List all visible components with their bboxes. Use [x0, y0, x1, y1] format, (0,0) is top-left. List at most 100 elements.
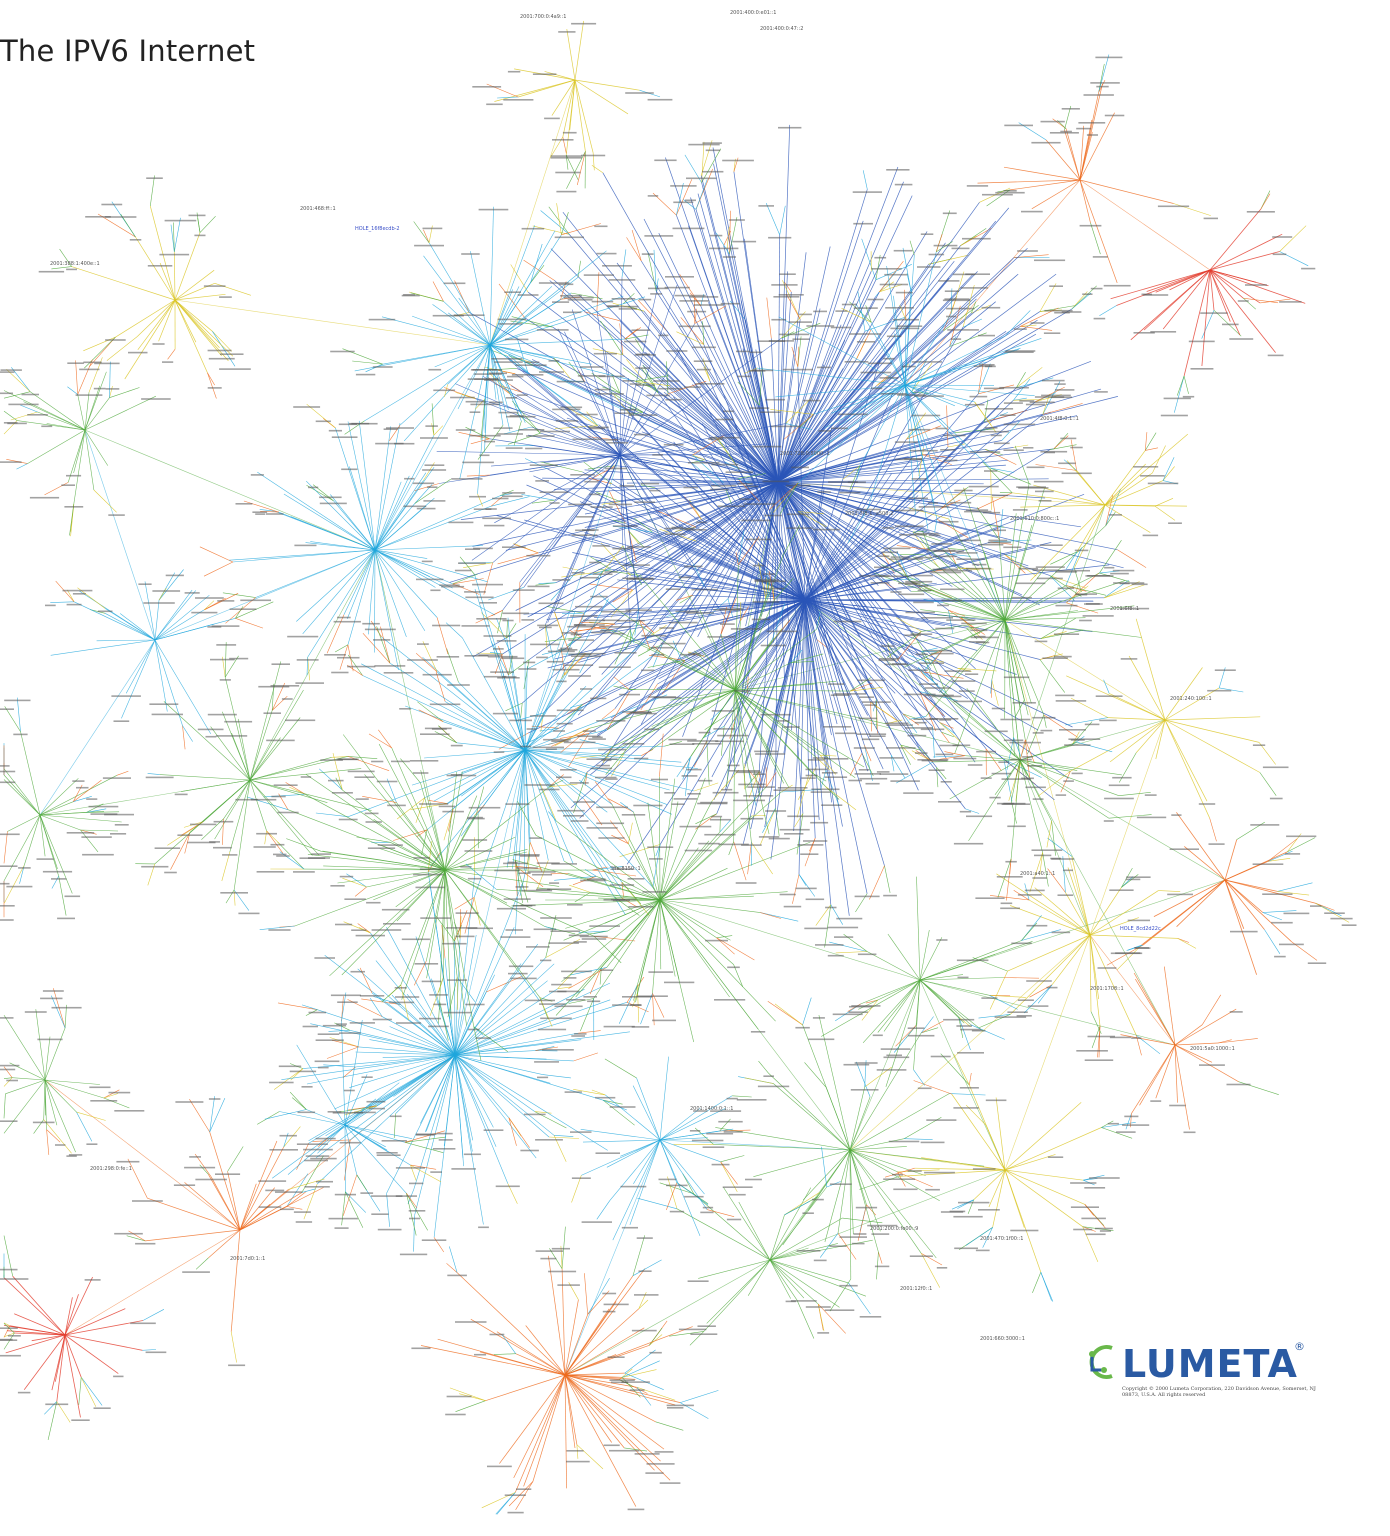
- network-edge: [994, 759, 1021, 795]
- network-edge: [386, 927, 456, 1056]
- node-label-mark: [802, 1212, 814, 1214]
- node-label-mark: [448, 521, 474, 524]
- node-label-mark: [884, 722, 909, 725]
- network-edge: [659, 899, 776, 1022]
- node-label-mark: [851, 1005, 881, 1007]
- network-edge: [505, 481, 779, 551]
- node-label-mark: [646, 1463, 675, 1465]
- network-edge: [1201, 310, 1215, 339]
- node-label-mark: [753, 773, 766, 775]
- node-label-mark: [396, 1022, 422, 1024]
- network-edge: [979, 561, 1006, 621]
- network-edge: [406, 1193, 428, 1231]
- node-label-mark: [737, 483, 753, 485]
- node-label-mark: [526, 435, 555, 437]
- node-label-mark: [556, 709, 584, 712]
- node-label-mark: [526, 946, 550, 948]
- network-edge: [154, 600, 160, 641]
- node-label-mark: [984, 470, 998, 472]
- network-edge: [103, 1089, 120, 1099]
- network-edge: [756, 367, 906, 386]
- network-edge: [690, 689, 736, 757]
- node-label-mark: [609, 884, 635, 886]
- network-edge: [452, 578, 484, 585]
- network-edge: [929, 549, 1006, 621]
- network-edge: [564, 1259, 771, 1376]
- network-edge: [154, 639, 168, 712]
- network-edge: [366, 869, 446, 888]
- network-edge: [871, 322, 906, 386]
- node-label-mark: [335, 923, 353, 926]
- network-edge: [454, 1054, 474, 1141]
- network-edge: [492, 454, 621, 563]
- node-label-mark: [557, 990, 580, 993]
- network-edge: [516, 336, 528, 373]
- network-edge: [454, 1054, 547, 1060]
- network-edge: [1027, 714, 1045, 755]
- network-edge: [594, 571, 603, 582]
- network-edge: [921, 619, 1006, 632]
- network-edge: [692, 454, 705, 461]
- network-edge: [86, 803, 104, 813]
- node-label-mark: [577, 735, 601, 738]
- network-edge: [606, 899, 661, 968]
- node-label-mark: [966, 815, 993, 818]
- network-edge: [734, 689, 770, 835]
- network-edge: [406, 1193, 417, 1236]
- node-label-mark: [739, 498, 754, 500]
- node-label-mark: [685, 529, 707, 531]
- node-label-mark: [665, 276, 694, 278]
- node-label-mark: [273, 853, 287, 856]
- node-label-mark: [991, 707, 1005, 710]
- node-label-mark: [959, 1087, 979, 1089]
- network-edge: [632, 1235, 645, 1276]
- network-edge: [657, 599, 806, 685]
- node-label-mark: [416, 507, 436, 510]
- network-edge: [136, 299, 176, 337]
- network-edge: [877, 979, 921, 1033]
- node-label-mark: [709, 247, 739, 250]
- network-edge: [174, 299, 491, 346]
- node-label-mark: [492, 497, 509, 500]
- network-edge: [764, 599, 806, 828]
- node-label-mark: [570, 633, 582, 636]
- network-edge: [489, 344, 636, 382]
- network-edge: [641, 367, 659, 393]
- network-edge: [1046, 820, 1052, 848]
- node-label-mark: [351, 422, 378, 425]
- node-label-mark: [492, 712, 519, 715]
- network-edge: [444, 836, 516, 871]
- node-label-mark: [1064, 744, 1091, 746]
- network-edge: [362, 675, 526, 751]
- network-edge: [84, 371, 107, 431]
- network-edge: [693, 1193, 771, 1261]
- network-edge: [231, 732, 251, 781]
- network-edge: [1258, 742, 1276, 765]
- network-edge: [564, 1374, 578, 1445]
- network-edge: [73, 779, 102, 802]
- network-edge: [731, 503, 806, 601]
- node-label-mark: [535, 1139, 563, 1141]
- node-label-mark: [438, 805, 456, 808]
- network-edge: [489, 250, 607, 346]
- network-edge: [599, 545, 624, 577]
- network-edge: [700, 305, 779, 483]
- node-label-mark: [773, 296, 800, 298]
- network-edge: [1209, 251, 1280, 271]
- node-label-mark: [812, 1017, 825, 1019]
- network-edge: [779, 205, 786, 235]
- node-label-mark: [338, 423, 358, 426]
- node-label-mark: [917, 759, 949, 761]
- network-edge: [358, 1046, 456, 1056]
- network-edge: [508, 1117, 517, 1146]
- network-edge: [601, 708, 616, 720]
- network-edge: [1019, 759, 1122, 776]
- network-edge: [1077, 742, 1113, 753]
- network-edge: [1067, 867, 1091, 936]
- node-label-mark: [408, 1210, 426, 1212]
- node-label-mark: [959, 810, 972, 813]
- network-edge: [639, 619, 655, 634]
- node-label-mark: [256, 832, 277, 835]
- node-label-mark: [1011, 942, 1032, 945]
- node-label-mark: [355, 798, 369, 800]
